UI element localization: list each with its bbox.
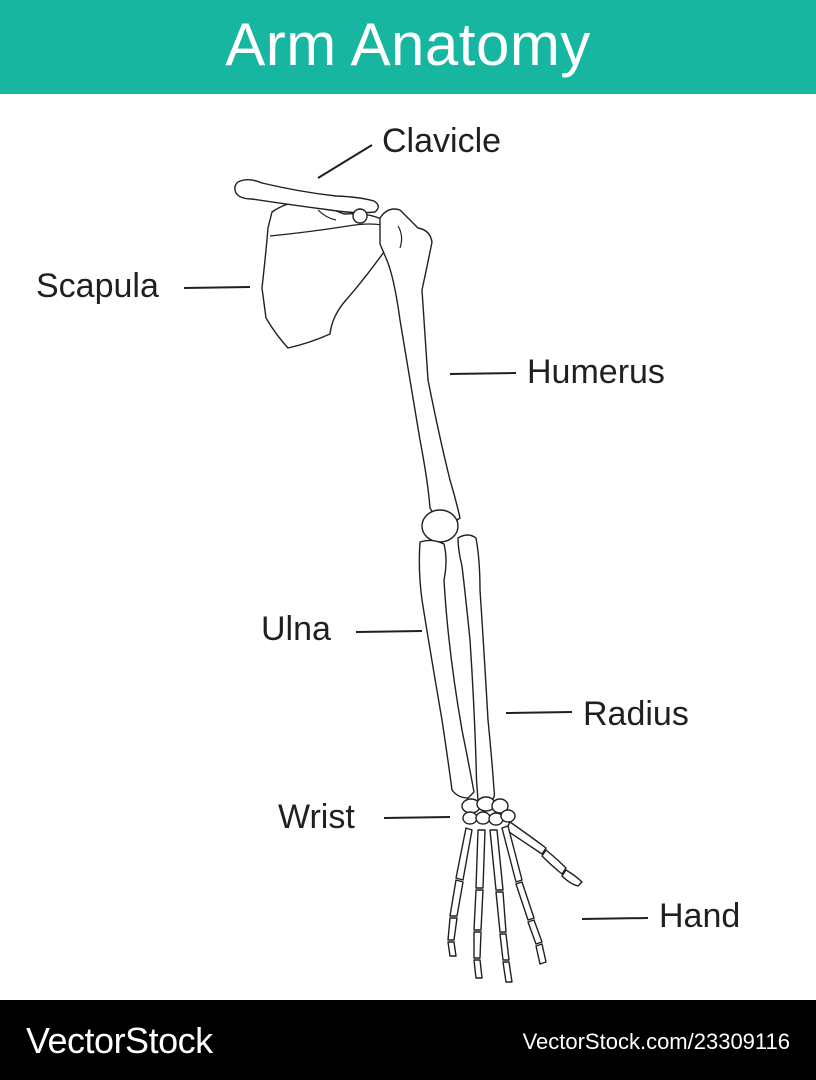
wrist-leader-line xyxy=(383,816,451,819)
humerus-bone xyxy=(379,208,461,543)
stock-image-id: VectorStock.com/23309116 xyxy=(522,1029,790,1054)
vectorstock-logo: VectorStock xyxy=(26,1020,213,1061)
arm-skeleton-illustration xyxy=(183,144,649,983)
footer-bar: VectorStock VectorStock.com/23309116 xyxy=(0,1000,816,1080)
scapula-leader-line xyxy=(183,286,251,289)
hand-bones xyxy=(447,821,583,983)
ulna-leader-line xyxy=(355,630,423,633)
wrist-carpals xyxy=(461,796,516,826)
diagram-title: Arm Anatomy xyxy=(225,11,591,78)
ulna-label: Ulna xyxy=(261,610,331,648)
hand-leader-line xyxy=(581,917,649,920)
hand-label: Hand xyxy=(659,897,741,935)
clavicle-label: Clavicle xyxy=(382,122,502,160)
radius-leader-line xyxy=(505,711,573,714)
scapula-bone xyxy=(261,200,387,349)
humerus-label: Humerus xyxy=(527,353,665,391)
radius-label: Radius xyxy=(583,695,689,733)
wrist-label: Wrist xyxy=(278,798,355,836)
clavicle-bone xyxy=(234,179,379,224)
scapula-label: Scapula xyxy=(36,267,159,305)
ulna-bone xyxy=(418,539,475,799)
clavicle-leader-line xyxy=(317,144,373,179)
radius-bone xyxy=(457,534,496,803)
arm-skeleton-diagram xyxy=(0,94,816,1000)
title-banner: Arm Anatomy xyxy=(0,0,816,94)
humerus-leader-line xyxy=(449,372,517,375)
